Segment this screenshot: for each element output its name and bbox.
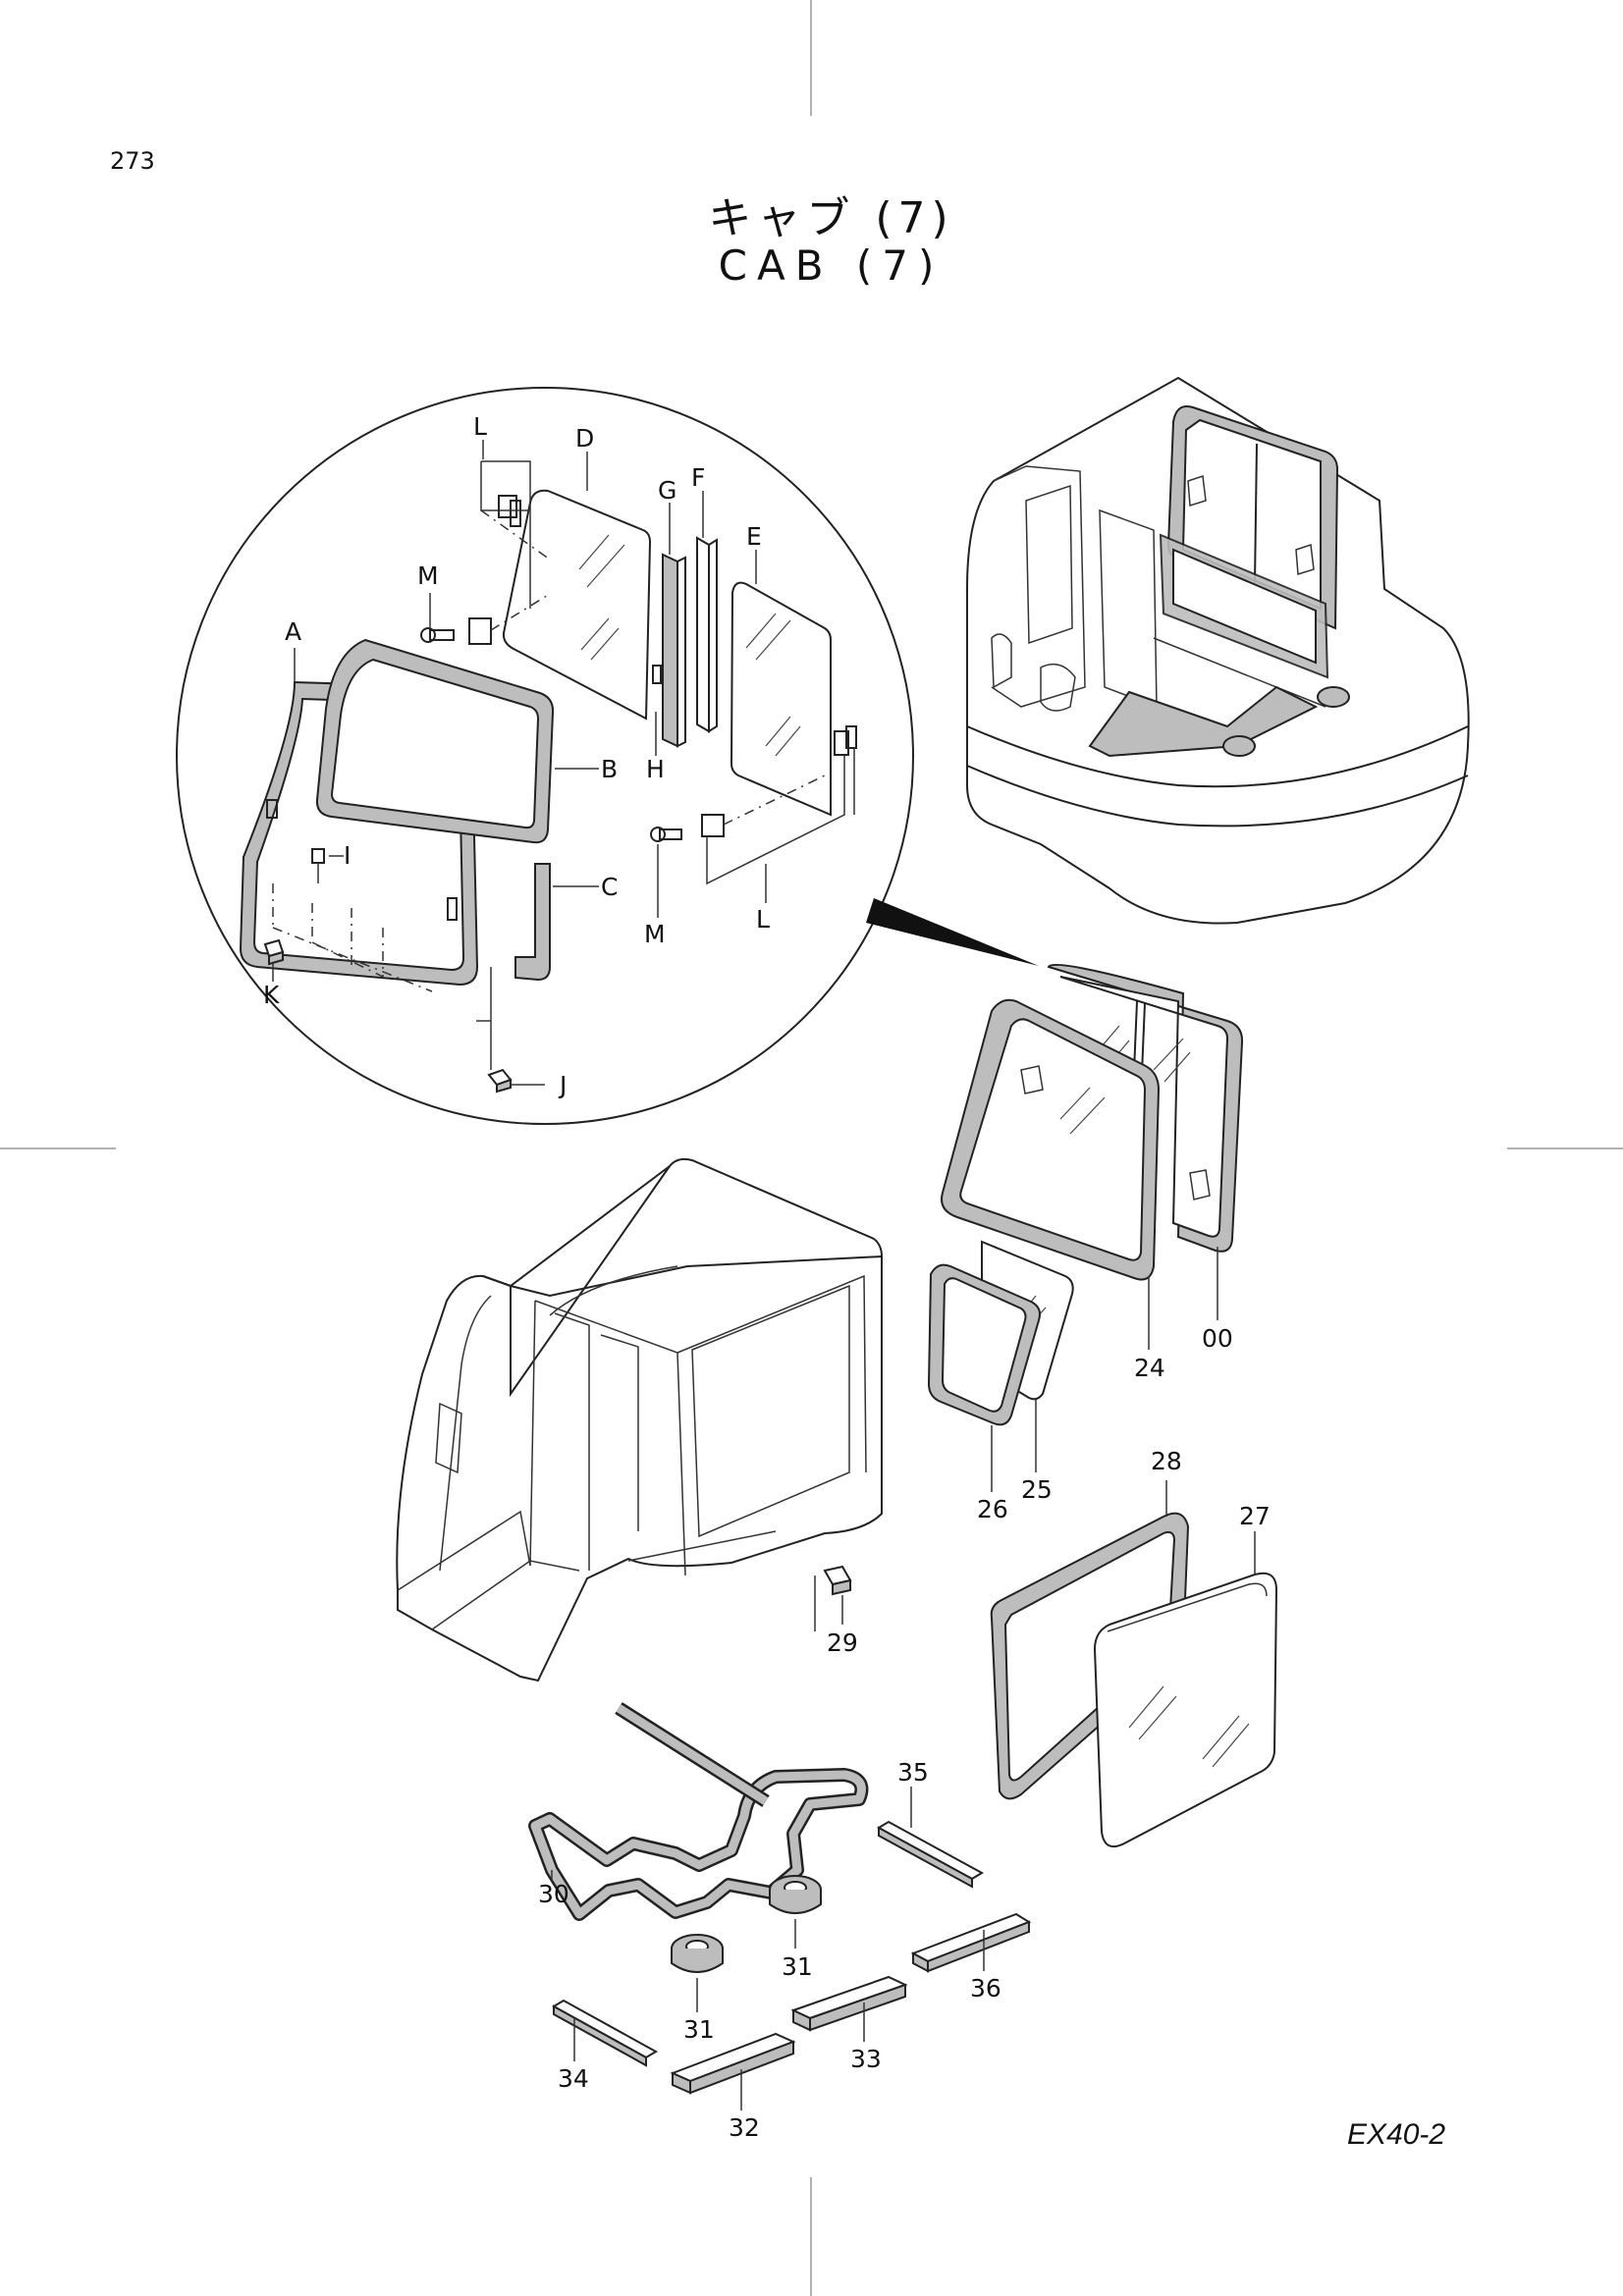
- callout-i: I: [344, 841, 351, 870]
- cab-shell: [396, 1157, 883, 1682]
- callout-31-left: 31: [683, 2015, 715, 2044]
- glass-d: [502, 489, 652, 721]
- callout-l-bottom: L: [756, 905, 770, 934]
- callout-e: E: [746, 522, 762, 551]
- seal-b: [315, 638, 555, 844]
- leader-lines-detail: [272, 440, 767, 1086]
- screw-m-left: [420, 627, 455, 643]
- screw-m-right: [650, 827, 682, 842]
- strip-35: [876, 1787, 985, 1889]
- strip-34: [551, 1999, 659, 2067]
- clip-29: [823, 1565, 852, 1625]
- callout-34: 34: [558, 2064, 589, 2093]
- weatherstrip-30: [528, 1702, 869, 1921]
- callout-a: A: [285, 617, 301, 646]
- callout-j: J: [558, 1071, 567, 1099]
- clip-j: [487, 1068, 513, 1094]
- callout-24: 24: [1134, 1354, 1165, 1382]
- clip-k: [263, 938, 285, 966]
- callout-32: 32: [729, 2113, 760, 2142]
- callout-28: 28: [1151, 1447, 1182, 1475]
- strip-36: [910, 1912, 1032, 1973]
- clip-k-j-guides: [272, 883, 492, 1070]
- strip-g: [652, 553, 686, 748]
- callout-33: 33: [850, 2045, 882, 2073]
- machine-overview: [966, 376, 1470, 925]
- callout-m-right: M: [644, 920, 666, 948]
- callout-l-top: L: [473, 412, 487, 441]
- seal-24: [941, 998, 1161, 1281]
- callout-labels: A B C D E F G H I J K L L M M 00 24 25 2…: [263, 412, 1271, 2142]
- callout-b: B: [601, 755, 618, 783]
- strip-f: [696, 536, 718, 733]
- clip-i: [311, 848, 344, 883]
- callout-d: D: [575, 424, 594, 453]
- callout-31-right: 31: [782, 1952, 813, 1981]
- callout-h: H: [646, 755, 665, 783]
- callout-27: 27: [1239, 1502, 1271, 1530]
- glass-27: [1093, 1531, 1278, 1847]
- callout-g: G: [658, 476, 676, 505]
- model-code: EX40-2: [1347, 2118, 1446, 2151]
- grommet-31-right: [769, 1875, 822, 1949]
- callout-m-left: M: [417, 561, 439, 590]
- seal-28: [990, 1480, 1190, 1800]
- strip-33: [790, 1975, 908, 2042]
- detail-pointer: [866, 898, 1039, 966]
- callout-k: K: [263, 981, 280, 1009]
- callout-26: 26: [977, 1495, 1008, 1523]
- strip-32: [670, 2032, 796, 2110]
- callout-00: 00: [1202, 1324, 1233, 1353]
- title-japanese: キャブ (7): [708, 193, 954, 243]
- callout-c: C: [601, 873, 618, 901]
- latch-bottom: [701, 725, 857, 885]
- callout-35: 35: [897, 1758, 929, 1787]
- callout-25: 25: [1021, 1475, 1053, 1504]
- page-number: 273: [110, 147, 155, 175]
- callout-29: 29: [827, 1629, 858, 1657]
- detail-circle: [176, 387, 1039, 1125]
- glass-e: [730, 581, 832, 817]
- leader-00-24: [1148, 1247, 1218, 1350]
- title-english: CAB (7): [718, 241, 945, 290]
- seal-26: [927, 1263, 1041, 1492]
- latch-top: [468, 460, 551, 645]
- grommet-31-left: [671, 1934, 724, 2012]
- callout-f: F: [691, 463, 705, 492]
- callout-30: 30: [538, 1880, 569, 1908]
- callout-36: 36: [970, 1974, 1001, 2002]
- seal-c: [514, 863, 551, 982]
